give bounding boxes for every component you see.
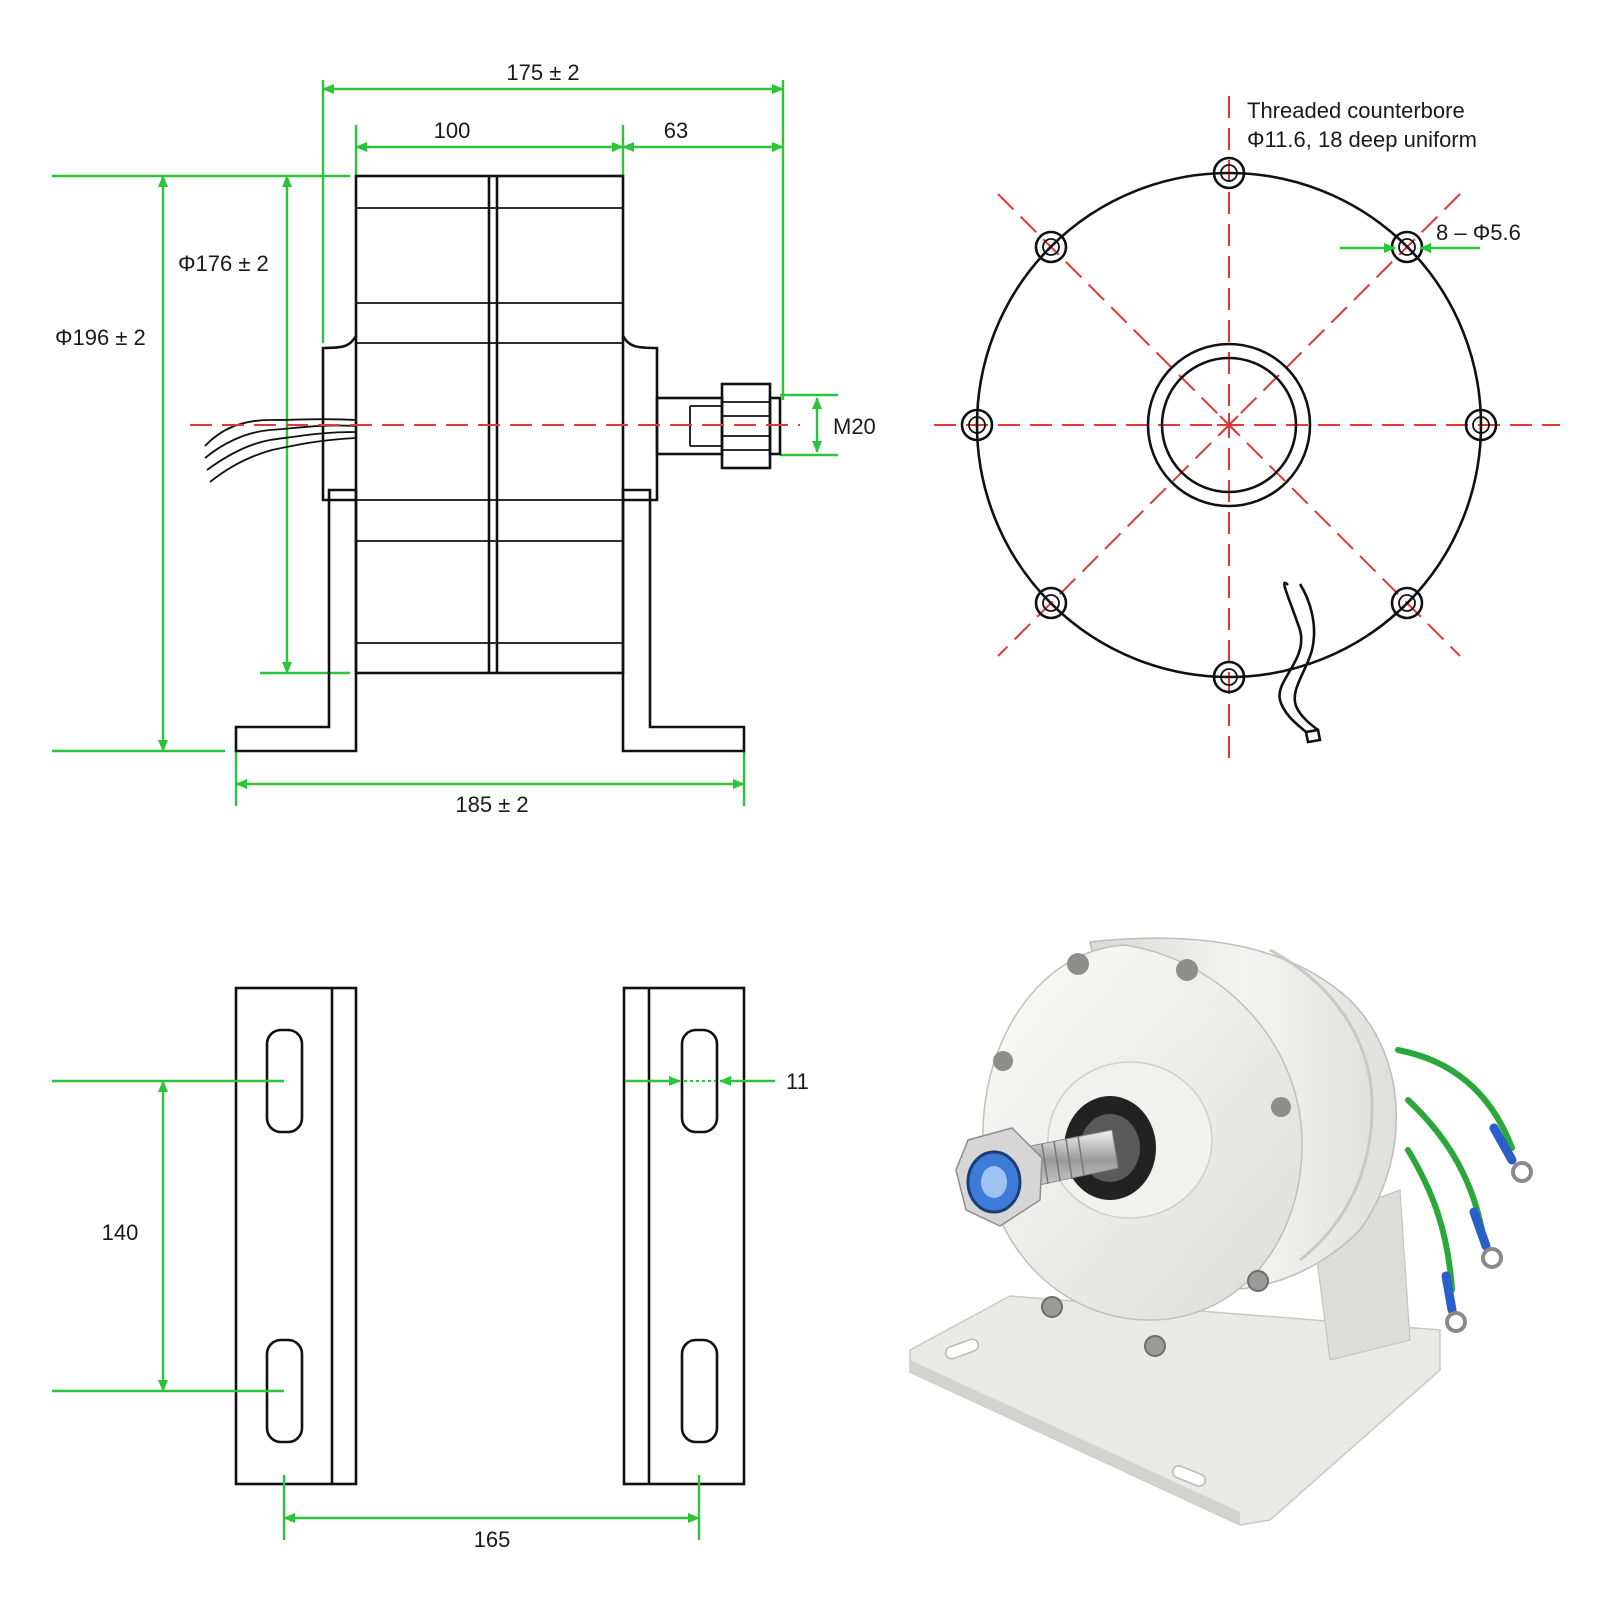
- right-bracket-plate: [622, 986, 746, 1486]
- overall-length-label: 175 ± 2: [506, 60, 579, 85]
- hole-top: [1212, 156, 1246, 190]
- photo-ring-terminal: [1481, 1247, 1503, 1269]
- bracket-spacing-label: 165: [474, 1527, 511, 1552]
- counterbore-note-line2: Φ11.6, 18 deep uniform: [1247, 127, 1477, 152]
- rear-boss: [321, 335, 358, 502]
- hub-outer: [1146, 342, 1312, 508]
- inner-diameter-label: Φ176 ± 2: [178, 251, 269, 276]
- slot-width-label: 11: [786, 1069, 809, 1094]
- counterbore-note-line1: Threaded counterbore: [1247, 98, 1465, 123]
- right-slot-bottom: [680, 1338, 719, 1444]
- photo-bolt: [1247, 1270, 1269, 1292]
- left-bracket-side: [234, 488, 358, 753]
- base-length-label: 185 ± 2: [455, 792, 528, 817]
- hole-right: [1464, 408, 1498, 442]
- hole-bottom-right: [1390, 586, 1424, 620]
- photo-face-hole: [993, 1051, 1013, 1071]
- right-bracket-side: [621, 488, 746, 753]
- outer-diameter-label: Φ196 ± 2: [55, 325, 146, 350]
- hole-bottom: [1212, 660, 1246, 694]
- photo-base-slot-front: [1172, 1465, 1206, 1487]
- left-bracket-plate: [234, 986, 358, 1486]
- body-length-label: 100: [434, 118, 471, 143]
- right-slot-top: [680, 1028, 719, 1134]
- side-view: 175 ± 2 100 63 Φ176 ± 2 Φ196 ± 2 M20 185…: [52, 60, 876, 817]
- photo-face-hole: [1176, 959, 1198, 981]
- photo-wires: [1395, 1047, 1517, 1315]
- photo-bolt: [1041, 1296, 1063, 1318]
- slot-pitch-label: 140: [102, 1220, 139, 1245]
- front-view: Threaded counterbore Φ11.6, 18 deep unif…: [934, 96, 1560, 760]
- hole-left: [960, 408, 994, 442]
- hub-inner: [1160, 356, 1298, 494]
- hole-bottom-left: [1034, 586, 1068, 620]
- shaft-length-label: 63: [664, 118, 688, 143]
- photo-base-slot-left: [944, 1338, 980, 1360]
- hole-spec-label: 8 – Φ5.6: [1436, 220, 1521, 245]
- cable-bundle: [204, 418, 357, 483]
- photo-ring-terminal: [1445, 1311, 1467, 1333]
- photo-face-hole: [1271, 1097, 1291, 1117]
- flange-outline: [975, 171, 1483, 679]
- shaft-thread-label: M20: [833, 414, 876, 439]
- photo-face-hole: [1067, 953, 1089, 975]
- front-boss: [621, 335, 659, 502]
- front-cable: [1278, 581, 1322, 744]
- photo-ring-terminal: [1511, 1161, 1533, 1183]
- hole-top-left: [1034, 230, 1068, 264]
- wind-generator-photo-icon: [909, 937, 1533, 1526]
- photo-bolt: [1144, 1335, 1166, 1357]
- bracket-view: 140 11 165: [52, 986, 809, 1552]
